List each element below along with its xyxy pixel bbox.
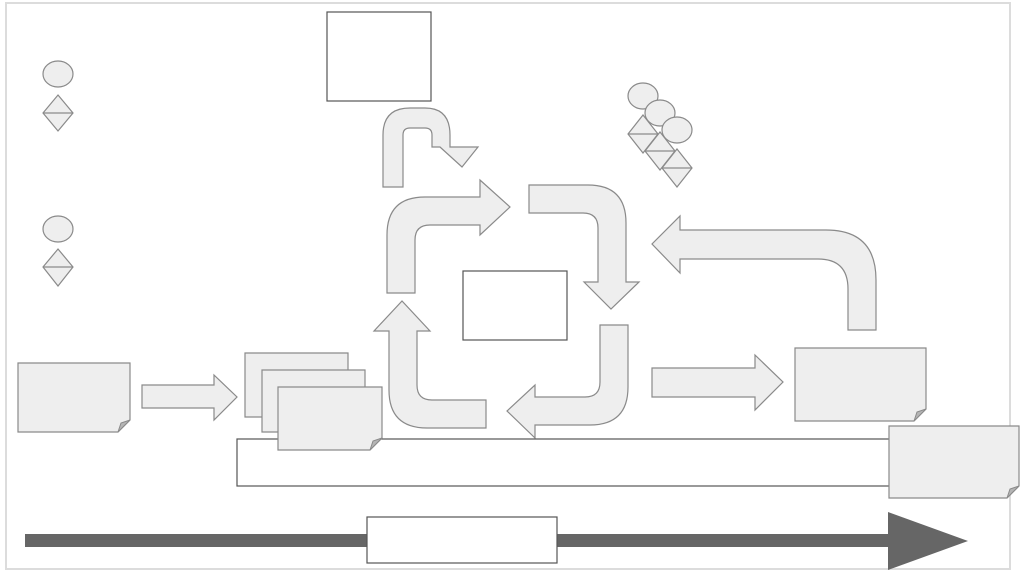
return-arrow[interactable] <box>651 214 877 331</box>
document-input[interactable] <box>17 362 131 433</box>
u-turn-arrow[interactable] <box>382 107 480 188</box>
cycle-arrow-top-right[interactable] <box>528 184 641 310</box>
cycle-arrow-top-left[interactable] <box>386 178 511 294</box>
marker-group-2 <box>42 215 74 287</box>
timeline-label-box[interactable] <box>366 516 558 564</box>
cycle-arrow-bottom-right[interactable] <box>506 324 629 440</box>
center-box[interactable] <box>462 270 568 341</box>
cycle-arrow-bottom-left[interactable] <box>372 300 487 429</box>
arrow-right-1[interactable] <box>141 373 238 422</box>
document-final[interactable] <box>888 425 1020 499</box>
circle-marker <box>42 215 74 243</box>
top-box[interactable] <box>326 11 432 102</box>
marker-cluster <box>627 82 693 188</box>
marker-group-1 <box>42 60 74 132</box>
document-output[interactable] <box>794 347 927 422</box>
arrow-right-2[interactable] <box>651 353 784 412</box>
circle-marker <box>42 60 74 88</box>
document-stack[interactable] <box>244 352 383 451</box>
